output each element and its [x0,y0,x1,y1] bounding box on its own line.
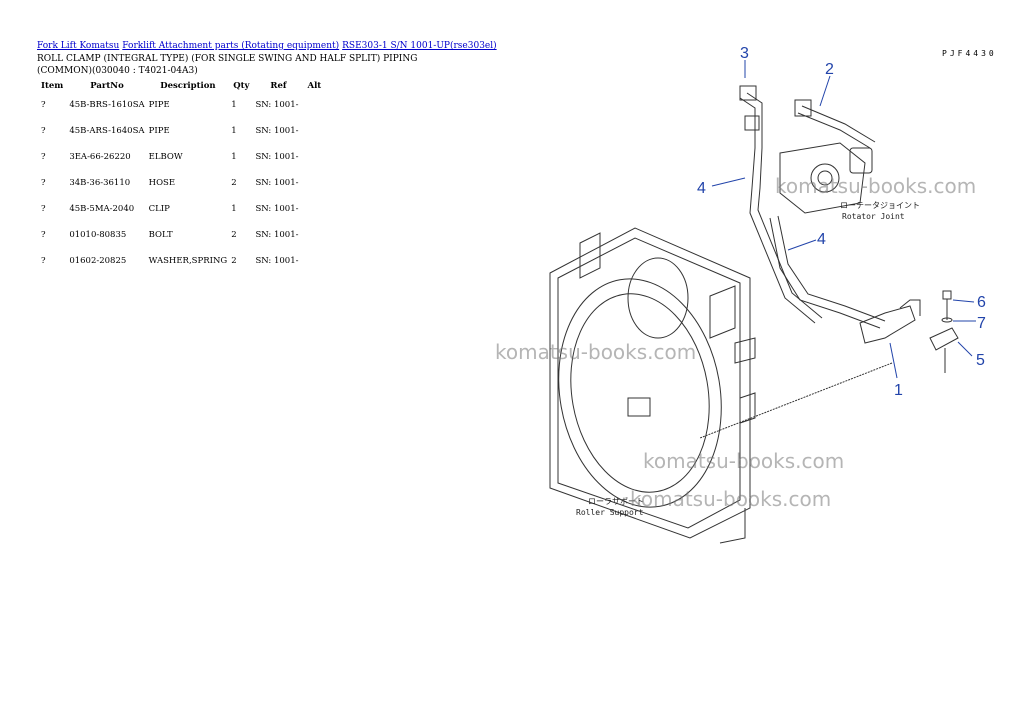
cell-qty: 1 [231,100,237,110]
cell-description: ELBOW [148,152,183,162]
cell-description: WASHER,SPRING [148,256,228,266]
roller-support-label-en: Roller Support [576,508,644,517]
callout-6: 6 [977,294,986,311]
header-alt: Alt [307,80,322,91]
table-row: ? 01010-80835 BOLT 2 SN: 1001- [37,222,325,248]
cell-ref: SN: 1001- [255,178,299,188]
frame-center-ring [558,278,722,508]
cell-qty: 2 [231,178,237,188]
cell-ref: SN: 1001- [255,126,299,136]
cell-qty: 2 [231,230,237,240]
cell-qty: 2 [231,256,237,266]
cell-qty: 1 [231,152,237,162]
cell-item: ? [41,100,46,110]
parts-table: Item PartNo Description Qty Ref Alt ? 45… [37,79,325,268]
header-ref: Ref [270,80,287,91]
cell-partno: 45B-5MA-2040 [69,204,135,214]
frame-plate-outline [549,227,751,539]
cell-item: ? [41,230,46,240]
cell-ref: SN: 1001- [255,230,299,240]
parts-diagram: 3 2 4 4 1 5 6 7 ローテータジョイント Rotator Joint… [549,45,986,544]
watermark: komatsu-books.com [643,449,845,473]
header-qty: Qty [233,80,250,91]
watermark: komatsu-books.com [495,340,697,364]
cell-partno: 3EA-66-26220 [69,152,131,162]
callout-1: 1 [894,382,903,399]
header-partno: PartNo [90,80,124,91]
cell-description: BOLT [148,230,173,240]
cell-item: ? [41,178,46,188]
cell-qty: 1 [231,204,237,214]
cell-qty: 1 [231,126,237,136]
cell-partno: 45B-BRS-1610SA [69,100,145,110]
table-row: ? 45B-BRS-1610SA PIPE 1 SN: 1001- [37,92,325,118]
callout-2: 2 [825,61,834,78]
roller-support-label-jp: ローラサポート [588,497,644,506]
cell-partno: 34B-36-36110 [69,178,131,188]
clip-part [929,327,959,351]
table-row: ? 34B-36-36110 HOSE 2 SN: 1001- [37,170,325,196]
elbow-fitting [859,305,916,344]
rotator-joint-label-en: Rotator Joint [842,212,905,221]
cell-description: HOSE [148,178,176,188]
breadcrumb-link-forklift-komatsu[interactable]: Fork Lift Komatsu [37,41,120,51]
cell-partno: 01010-80835 [69,230,127,240]
cell-description: CLIP [148,204,170,214]
page-title: ROLL CLAMP (INTEGRAL TYPE) (FOR SINGLE S… [37,54,418,76]
cell-item: ? [41,204,46,214]
breadcrumb-link-model[interactable]: RSE303-1 S/N 1001-UP(rse303el) [342,41,497,51]
cell-alt [303,196,325,222]
rotator-joint-label-jp: ローテータジョイント [840,201,920,210]
cell-partno: 01602-20825 [69,256,127,266]
cell-alt [303,170,325,196]
header-description: Description [160,80,216,91]
callout-5: 5 [976,352,985,369]
callout-4: 4 [817,231,826,248]
cell-alt [303,144,325,170]
breadcrumb-link-attachment-parts[interactable]: Forklift Attachment parts (Rotating equi… [122,41,340,51]
table-row: ? 45B-5MA-2040 CLIP 1 SN: 1001- [37,196,325,222]
table-row: ? 3EA-66-26220 ELBOW 1 SN: 1001- [37,144,325,170]
cell-item: ? [41,126,46,136]
table-row: ? 01602-20825 WASHER,SPRING 2 SN: 1001- [37,248,325,268]
cell-ref: SN: 1001- [255,100,299,110]
cell-alt [303,248,325,268]
cell-description: PIPE [148,126,170,136]
watermark: komatsu-books.com [630,487,832,511]
header-item: Item [41,80,64,91]
table-row: ? 45B-ARS-1640SA PIPE 1 SN: 1001- [37,118,325,144]
cell-item: ? [41,256,46,266]
cell-partno: 45B-ARS-1640SA [69,126,145,136]
cell-item: ? [41,152,46,162]
watermark: komatsu-books.com [775,174,977,198]
cell-description: PIPE [148,100,170,110]
cell-alt [303,222,325,248]
callout-3: 3 [740,45,749,62]
diagram-code: PJF4430 [942,49,997,58]
cell-alt [303,92,325,118]
callout-7: 7 [977,315,986,332]
cell-ref: SN: 1001- [255,204,299,214]
rotator-joint-body [779,142,866,214]
parts-table-header: Item PartNo Description Qty Ref Alt [37,79,325,92]
cell-ref: SN: 1001- [255,256,299,266]
cell-ref: SN: 1001- [255,152,299,162]
callout-4: 4 [697,180,706,197]
cell-alt [303,118,325,144]
